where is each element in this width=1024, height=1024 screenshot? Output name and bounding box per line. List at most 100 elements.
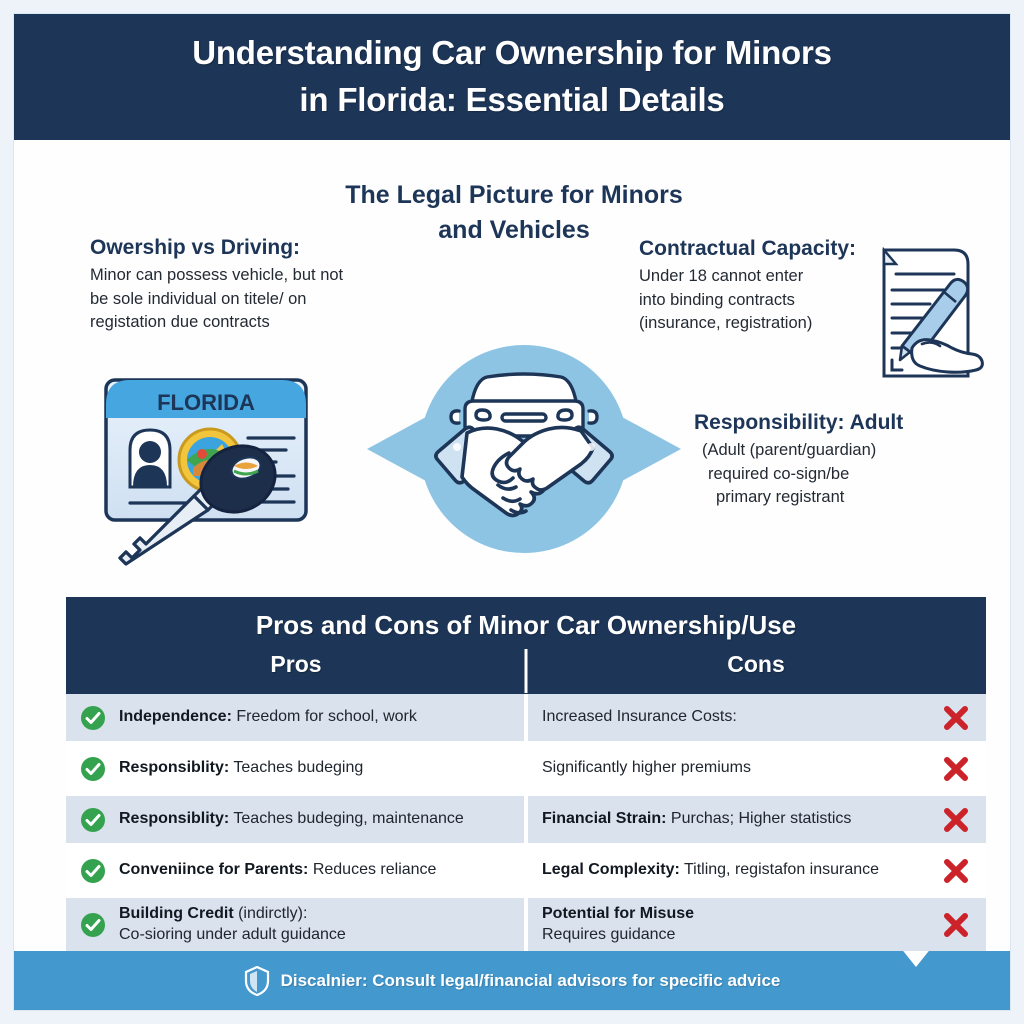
infographic-canvas: Understanding Car Ownership for Minors i… [14, 14, 1010, 1010]
check-circle-icon [81, 705, 105, 730]
pros-detail: Teaches budeging [229, 759, 364, 777]
cross-mark-icon [944, 756, 968, 781]
block-ownership-title: Owership vs Driving: [90, 236, 301, 259]
block-contractual-line2: into binding contracts [639, 290, 795, 309]
check-circle-icon [81, 807, 105, 832]
disclaimer-text: Discalnier: Consult legal/financial advi… [280, 970, 781, 990]
cons-text: Increased Insurance Costs: [542, 707, 737, 728]
cons-text: Potential for Misuse Requires guidance [542, 904, 694, 946]
block-responsibility: Responsibility: Adult (Adult (parent/gua… [694, 410, 984, 510]
pros-cons-table: Pros and Cons of Minor Car Ownership/Use… [66, 597, 986, 952]
check-circle-icon [81, 756, 105, 781]
cons-detail: Titling, registafon insurance [679, 861, 880, 879]
cons-cell: Potential for Misuse Requires guidance [520, 898, 986, 952]
row-gap [66, 843, 986, 847]
pros-cell: Conveniince for Parents: Reduces relianc… [66, 847, 520, 894]
cons-detail: Increased Insurance Costs: [542, 708, 737, 726]
cons-text: Legal Complexity: Titling, registafon in… [542, 860, 879, 881]
cons-cell: Legal Complexity: Titling, registafon in… [520, 847, 986, 894]
table-row: Independence: Freedom for school, work I… [66, 694, 986, 741]
table-column-headers: Pros Cons [66, 649, 986, 693]
pros-text: Responsiblity: Teaches budeging [119, 758, 363, 779]
pros-cell: Responsiblity: Teaches budeging, mainten… [66, 796, 520, 843]
table-title: Pros and Cons of Minor Car Ownership/Use [255, 610, 797, 640]
table-row: Building Credit (indirctly): Co-sioring … [66, 898, 986, 952]
pros-label: Building Credit [119, 905, 234, 922]
pros-subtext: Co-sioring under adult guidance [119, 925, 346, 943]
block-contractual-line1: Under 18 cannot enter [639, 267, 804, 286]
row-column-divider [524, 796, 528, 843]
shield-icon [244, 965, 269, 996]
cons-detail: Significantly higher premiums [542, 759, 751, 777]
row-column-divider [524, 847, 528, 894]
cons-cell: Financial Strain: Purchas; Higher statis… [520, 796, 986, 843]
cons-label: Financial Strain: [542, 810, 667, 828]
pros-cell: Building Credit (indirctly): Co-sioring … [66, 898, 520, 952]
column-header-pros: Pros [270, 651, 322, 677]
table-body: Independence: Freedom for school, work I… [66, 694, 986, 952]
pros-cell: Independence: Freedom for school, work [66, 694, 520, 741]
row-gap [66, 792, 986, 796]
section-heading: The Legal Picture for Minors and Vehicle… [254, 178, 774, 247]
block-contractual-body: Under 18 cannot enter into binding contr… [639, 265, 889, 335]
pros-text: Building Credit (indirctly): Co-sioring … [119, 904, 346, 946]
cross-mark-icon [944, 912, 968, 937]
cons-cell: Increased Insurance Costs: [520, 694, 986, 741]
cross-mark-icon [944, 807, 968, 832]
pros-label: Responsiblity: [119, 759, 230, 777]
header-column-divider [524, 649, 528, 693]
pros-detail: (indirctly): [233, 905, 308, 922]
cons-subtext: Requires guidance [542, 925, 676, 943]
footer-notch [892, 951, 940, 967]
cons-cell: Significantly higher premiums [520, 745, 986, 792]
block-responsibility-line1: (Adult (parent/guardian) [702, 441, 877, 460]
pros-label: Responsiblity: [119, 810, 230, 828]
florida-license-key-icon: FLORIDA [98, 372, 328, 572]
block-ownership-line3: registation due contracts [90, 313, 270, 332]
block-responsibility-line2: required co-sign/be [708, 464, 850, 483]
row-column-divider [524, 898, 528, 952]
block-contractual-capacity: Contractual Capacity: Under 18 cannot en… [639, 236, 889, 336]
pros-detail: Teaches budeging, maintenance [229, 810, 464, 828]
page-title: Understanding Car Ownership for Minors i… [62, 30, 962, 124]
table-row: Conveniince for Parents: Reduces relianc… [66, 847, 986, 894]
block-contractual-title: Contractual Capacity: [639, 237, 857, 260]
section-heading-line1: The Legal Picture for Minors [345, 181, 683, 209]
table-header: Pros and Cons of Minor Car Ownership/Use… [66, 597, 986, 694]
block-ownership-line1: Minor can possess vehicle, but not [90, 266, 344, 285]
page-title-line2: in Florida: Essential Details [299, 81, 725, 118]
cons-text: Financial Strain: Purchas; Higher statis… [542, 809, 851, 830]
pros-label: Independence: [119, 708, 232, 726]
block-responsibility-body: (Adult (parent/guardian) required co-sig… [694, 439, 984, 509]
pros-detail: Reduces reliance [308, 861, 437, 879]
cons-label: Potential for Misuse [542, 905, 695, 922]
block-contractual-line3: (insurance, registration) [639, 314, 813, 333]
row-gap [66, 741, 986, 745]
table-row: Responsiblity: Teaches budeging Signific… [66, 745, 986, 792]
handshake-car-icon [359, 335, 689, 565]
row-column-divider [524, 745, 528, 792]
section-heading-line2: and Vehicles [438, 215, 590, 244]
block-responsibility-line3: primary registrant [716, 488, 845, 507]
cons-detail: Purchas; Higher statistics [666, 810, 852, 828]
pros-detail: Freedom for school, work [231, 708, 417, 726]
pros-label: Conveniince for Parents: [119, 861, 309, 879]
column-header-cons: Cons [727, 651, 785, 677]
header-banner: Understanding Car Ownership for Minors i… [14, 14, 1010, 140]
pros-text: Responsiblity: Teaches budeging, mainten… [119, 809, 464, 830]
pros-text: Independence: Freedom for school, work [119, 707, 417, 728]
block-responsibility-title: Responsibility: Adult [694, 411, 904, 434]
check-circle-icon [81, 858, 105, 883]
hand-signing-contract-icon [866, 240, 986, 385]
row-column-divider [524, 694, 528, 741]
license-state-label: FLORIDA [157, 390, 255, 415]
block-ownership-line2: be sole individual on titele/ on [90, 289, 307, 308]
pros-cell: Responsiblity: Teaches budeging [66, 745, 520, 792]
pros-text: Conveniince for Parents: Reduces relianc… [119, 860, 436, 881]
cons-text: Significantly higher premiums [542, 758, 751, 779]
disclaimer-bar: Discalnier: Consult legal/financial advi… [14, 951, 1010, 1010]
cons-label: Legal Complexity: [542, 861, 680, 879]
block-ownership-vs-driving: Owership vs Driving: Minor can possess v… [90, 235, 390, 335]
table-row: Responsiblity: Teaches budeging, mainten… [66, 796, 986, 843]
